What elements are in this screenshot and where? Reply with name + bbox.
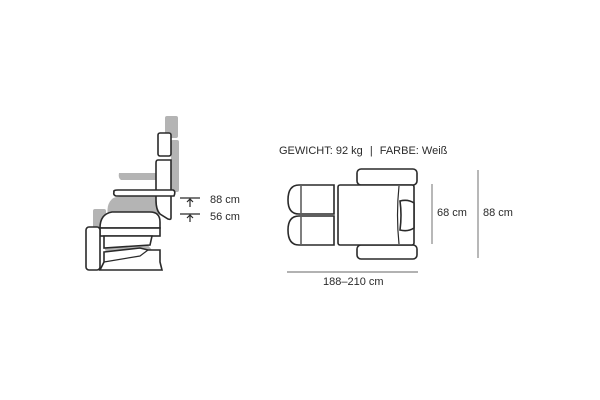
specs-line: GEWICHT: 92 kg | FARBE: Weiß (279, 145, 447, 157)
legrest-left-upper (287, 184, 335, 215)
legrest (85, 226, 101, 271)
legrest-left-lower (287, 215, 335, 246)
seat-frame (99, 227, 161, 237)
base (98, 247, 164, 271)
armrest-top (356, 168, 418, 186)
seat (99, 211, 161, 229)
length-label: 188–210 cm (323, 276, 384, 288)
side-view-chair (85, 116, 200, 271)
width-outer-label: 88 cm (483, 207, 513, 219)
height-max-label: 88 cm (210, 194, 240, 206)
separator: | (369, 145, 373, 157)
weight-label: GEWICHT: 92 kg (279, 145, 363, 157)
arrow-up-icon (186, 198, 194, 207)
seat-mechanism (103, 235, 153, 249)
color-label: FARBE: Weiß (379, 145, 448, 157)
armrest-bottom (356, 244, 418, 260)
top-view-chair (287, 168, 479, 273)
width-inner-label: 68 cm (437, 207, 467, 219)
height-min-label: 56 cm (210, 211, 240, 223)
gray-backrest (171, 140, 179, 192)
arrow-up-icon (186, 214, 194, 222)
headrest (399, 199, 415, 232)
gray-seat (107, 196, 160, 214)
headrest (157, 132, 172, 157)
armrest (112, 189, 176, 197)
